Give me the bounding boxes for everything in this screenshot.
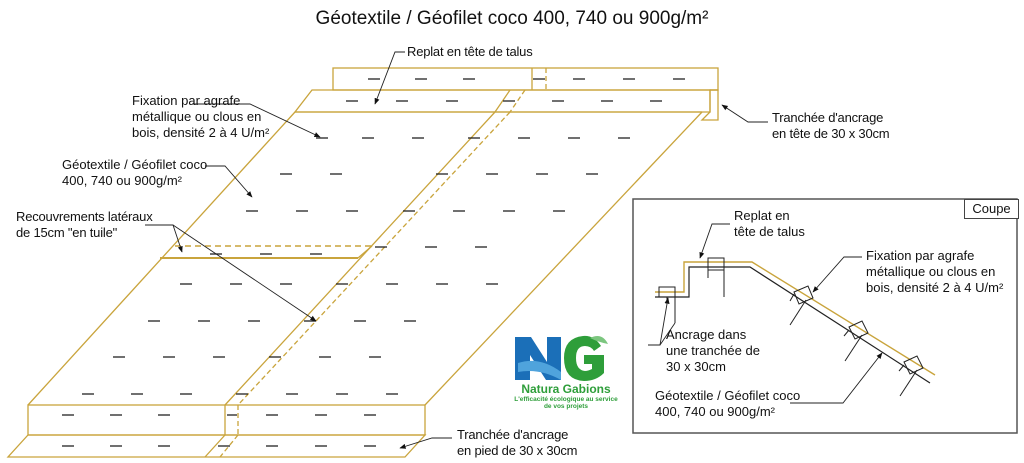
label-replat-tete: Replat en tête de talus bbox=[407, 44, 533, 59]
staple-marks bbox=[62, 78, 685, 447]
label-recouvrements: Recouvrements latéraux de 15cm "en tuile… bbox=[16, 209, 153, 240]
logo-mark bbox=[515, 335, 608, 381]
section-label-ancrage: Ancrage dans une tranchée de 30 x 30cm bbox=[666, 327, 760, 374]
section-label-fixation: Fixation par agrafe métallique ou clous … bbox=[866, 248, 1004, 295]
section-frame bbox=[632, 198, 1018, 434]
label-geotextile: Géotextile / Géofilet coco 400, 740 ou 9… bbox=[62, 157, 208, 188]
label-tranchee-pied: Tranchée d'ancrage en pied de 30 x 30cm bbox=[457, 427, 578, 458]
label-tranchee-tete: Tranchée d'ancrage en tête de 30 x 30cm bbox=[772, 110, 890, 141]
section-drawing bbox=[648, 223, 936, 404]
logo-tagline: L'efficacité écologique au service de vo… bbox=[514, 396, 618, 410]
section-label-replat: Replat en tête de talus bbox=[734, 208, 805, 239]
diagram-title: Géotextile / Géofilet coco 400, 740 ou 9… bbox=[315, 8, 709, 29]
section-label-geotextile: Géotextile / Géofilet coco 400, 740 ou 9… bbox=[655, 388, 801, 419]
section-tag: Coupe bbox=[964, 199, 1019, 219]
label-fixation: Fixation par agrafe métallique ou clous … bbox=[132, 93, 270, 140]
logo-name: Natura Gabions bbox=[521, 382, 611, 396]
